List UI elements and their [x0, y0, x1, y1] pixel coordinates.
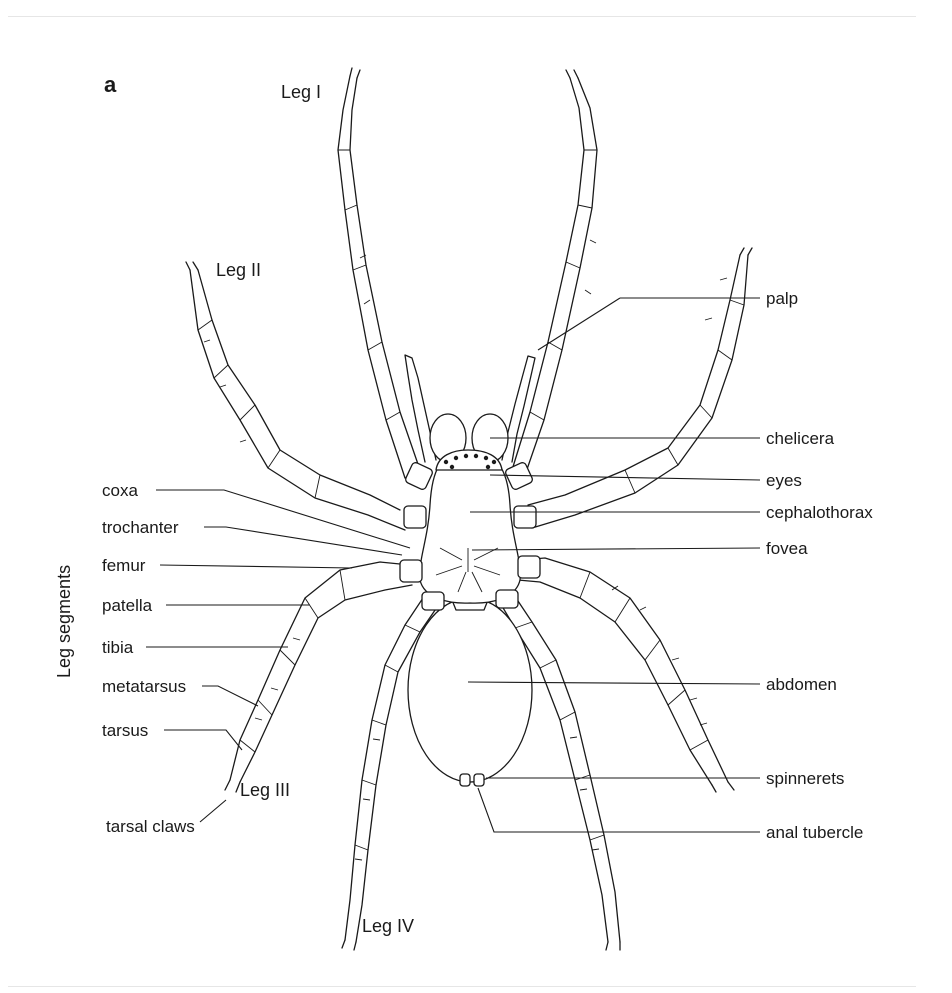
leg-3-left	[229, 561, 413, 783]
femur-label: femur	[102, 556, 146, 575]
bottom-divider	[8, 986, 916, 987]
abdomen-shape	[407, 597, 533, 783]
leg-4-left	[344, 594, 443, 943]
leg-4-label: Leg IV	[362, 916, 414, 936]
tarsus-label: tarsus	[102, 721, 148, 740]
chelicera-label: chelicera	[766, 429, 835, 448]
leg-2-left	[189, 269, 406, 531]
coxae	[399, 462, 541, 611]
anal-tubercle-leader	[477, 787, 760, 833]
metatarsus-leader	[202, 685, 259, 707]
palps	[404, 354, 536, 463]
palp-left	[404, 354, 437, 463]
trochanter-leader	[204, 526, 403, 556]
tarsal-claws-leader	[199, 799, 227, 823]
coxa-leader	[156, 489, 411, 549]
leg-3-label: Leg III	[240, 780, 290, 800]
anal-tubercle-label: anal tubercle	[766, 823, 863, 842]
fovea-mark	[435, 547, 501, 593]
spinnerets-label: spinnerets	[766, 769, 844, 788]
spinnerets-shape	[459, 773, 485, 787]
leg-2-label: Leg II	[216, 260, 261, 280]
leg-segments-axis-label: Leg segments	[54, 565, 74, 678]
tarsal-claws-label: tarsal claws	[106, 817, 195, 836]
abdomen-leader	[467, 681, 761, 685]
cephalothorax-shape	[419, 451, 521, 604]
metatarsus-label: metatarsus	[102, 677, 186, 696]
eyes-label: eyes	[766, 471, 802, 490]
trochanter-label: trochanter	[102, 518, 179, 537]
femur-leader	[159, 564, 353, 569]
cephalothorax-label: cephalothorax	[766, 503, 873, 522]
leg-1-right	[511, 77, 598, 479]
palp-right	[501, 355, 536, 463]
tarsal-claw-tips	[185, 67, 753, 951]
leg-1-left	[337, 75, 421, 479]
coxa-label: coxa	[102, 481, 138, 500]
leader-lines	[146, 297, 761, 833]
body	[399, 413, 541, 787]
tarsus-leader	[164, 729, 243, 751]
leg-1-label: Leg I	[281, 82, 321, 102]
abdomen-label: abdomen	[766, 675, 837, 694]
leg-setae	[203, 239, 728, 861]
patella-label: patella	[102, 596, 153, 615]
palp-leader	[537, 297, 621, 351]
palp-label: palp	[766, 289, 798, 308]
legs	[185, 67, 753, 951]
fovea-leader	[471, 547, 761, 551]
leg-3-right	[517, 557, 729, 786]
tibia-label: tibia	[102, 638, 134, 657]
eyes-leader	[489, 474, 761, 481]
panel-label: a	[104, 72, 117, 97]
top-divider	[8, 16, 916, 17]
eye-dots	[443, 453, 497, 470]
leg-2-right	[527, 254, 749, 529]
leg-joints	[197, 149, 745, 851]
fovea-label: fovea	[766, 539, 808, 558]
